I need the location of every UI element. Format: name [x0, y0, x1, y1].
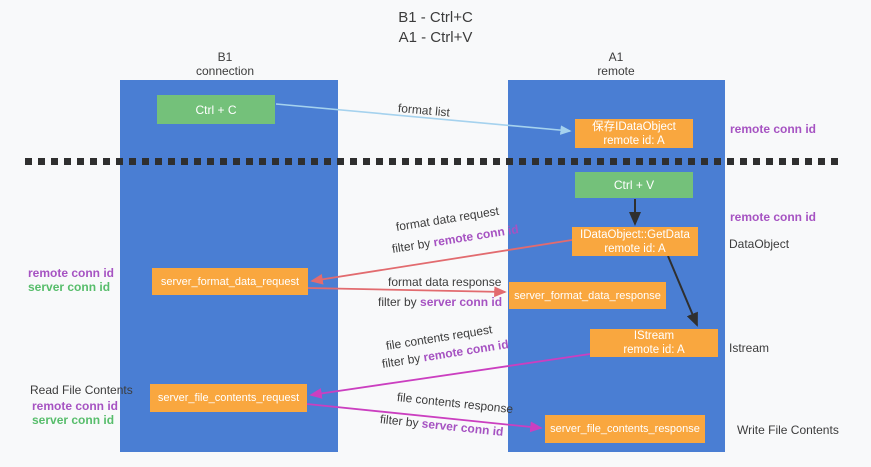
- remote-conn-id-label-right-top: remote conn id: [730, 122, 817, 136]
- diagram-title: B1 - Ctrl+C A1 - Ctrl+V: [0, 8, 871, 48]
- filter-key-server: server conn id: [420, 295, 503, 309]
- ctrl-v-label: Ctrl + V: [613, 178, 655, 192]
- server-format-data-request-box: server_format_data_request: [152, 268, 308, 295]
- server-file-contents-request-box: server_file_contents_request: [150, 384, 307, 412]
- ctrl-v-box: Ctrl + V: [575, 172, 693, 198]
- remote-conn-id-label-right-mid: remote conn id: [730, 210, 817, 224]
- getdata-to-istream-arrow: [667, 255, 698, 327]
- file-request-label: server_file_contents_request: [157, 392, 300, 404]
- save-dataobject-line2: remote id: A: [603, 134, 665, 147]
- filter-by-server-conn-id-label-1: filter by server conn id: [378, 295, 502, 309]
- format-response-label: server_format_data_response: [514, 289, 661, 302]
- format-request-to-response-arrow: [307, 286, 507, 298]
- istream-line1: IStream: [633, 330, 675, 342]
- idataobject-getdata-box: IDataObject::GetData remote id: A: [572, 227, 698, 256]
- istream-line2: remote id: A: [623, 344, 685, 356]
- save-dataobject-line1: 保存IDataObject: [592, 120, 676, 133]
- ctrl-c-box: Ctrl + C: [157, 95, 275, 124]
- getdata-line1: IDataObject::GetData: [580, 228, 690, 241]
- file-response-label: server_file_contents_response: [550, 423, 700, 435]
- save-dataobject-box: 保存IDataObject remote id: A: [575, 119, 693, 148]
- lifeline-b1-name: B1: [217, 50, 233, 64]
- lifeline-a1-name: A1: [608, 50, 624, 64]
- lifeline-b1-role: connection: [195, 64, 255, 78]
- server-conn-id-label-left-top: server conn id: [28, 280, 111, 294]
- format-data-response-flow-label: format data response: [388, 275, 502, 289]
- file-request-to-response-arrow: [306, 403, 543, 433]
- filter-prefix: filter by: [378, 295, 421, 309]
- dataobject-label: DataObject: [729, 237, 790, 251]
- istream-to-file-request-arrow: [309, 353, 591, 399]
- remote-conn-id-label-left-bottom: remote conn id: [32, 399, 119, 413]
- lifeline-a1-role: remote: [597, 64, 635, 78]
- machine-boundary-dashed-line: [25, 158, 843, 165]
- format-list-arrow: [275, 103, 572, 135]
- server-file-contents-response-box: server_file_contents_response: [545, 415, 705, 443]
- title-line-1: B1 - Ctrl+C: [398, 9, 473, 26]
- ctrl-c-label: Ctrl + C: [195, 102, 237, 117]
- write-file-contents-label: Write File Contents: [737, 423, 839, 437]
- format-request-label: server_format_data_request: [160, 275, 300, 288]
- remote-conn-id-label-left-top: remote conn id: [28, 266, 115, 280]
- server-format-data-response-box: server_format_data_response: [509, 282, 666, 309]
- istream-box: IStream remote id: A: [590, 329, 718, 357]
- read-file-contents-label: Read File Contents: [30, 383, 133, 397]
- getdata-line2: remote id: A: [604, 242, 666, 255]
- lifeline-header-b1: B1 connection: [120, 50, 330, 78]
- title-line-2: A1 - Ctrl+V: [398, 29, 473, 46]
- istream-side-label: Istream: [729, 341, 770, 355]
- lifeline-header-a1: A1 remote: [511, 50, 721, 78]
- getdata-to-format-request-arrow: [310, 239, 573, 285]
- server-conn-id-label-left-bottom: server conn id: [32, 413, 115, 427]
